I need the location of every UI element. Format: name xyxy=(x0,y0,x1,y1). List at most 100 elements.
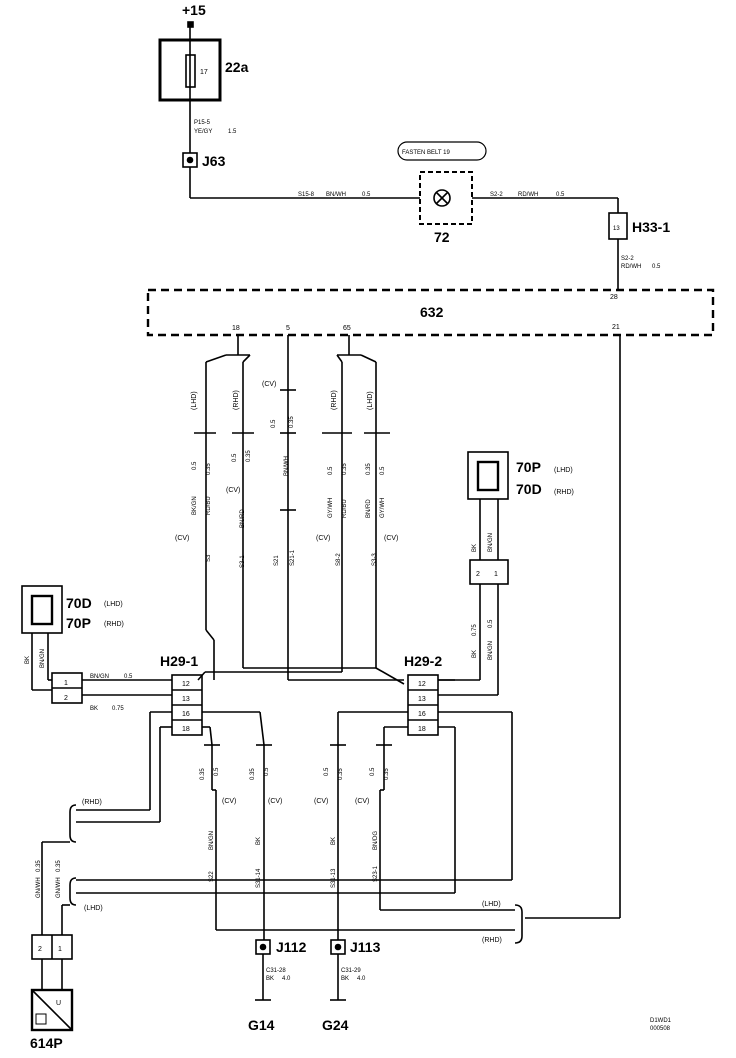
size-label: 0.5 xyxy=(124,674,133,680)
color-label: BK xyxy=(331,837,337,845)
wire-s158-size: 0.5 xyxy=(362,192,371,198)
supply-terminal xyxy=(187,21,194,28)
size-label: 0.5 xyxy=(324,767,330,776)
ground-g14-label: G14 xyxy=(248,1017,275,1033)
sensor-pin2: 2 xyxy=(38,946,42,953)
size-label: 0.35 xyxy=(384,768,390,780)
color-label: BK xyxy=(266,976,274,982)
color-label: BK xyxy=(472,650,478,658)
lhd-right-label: (LHD) xyxy=(482,901,501,908)
footer-line-2: 000508 xyxy=(650,1026,671,1032)
sensor-mark: U xyxy=(56,1000,61,1007)
size-label: 0.35 xyxy=(338,768,344,780)
left-switch-l2: 70P xyxy=(66,615,91,631)
wire-p15-code: P15-5 xyxy=(194,120,211,126)
wire-s22-top-code: S2-2 xyxy=(490,192,503,198)
h29-1-pin: 12 xyxy=(182,681,190,688)
color-label: GN/WH xyxy=(56,877,62,898)
color-label: BN/RD xyxy=(240,509,246,528)
left-switch-pin2: 2 xyxy=(64,695,68,702)
size-label: 0.5 xyxy=(214,767,220,776)
wire-p15-color: YE/GY xyxy=(194,129,212,135)
lamp-badge-text: FASTEN BELT 19 xyxy=(402,150,450,156)
lhd-label-65: (LHD) xyxy=(367,391,374,410)
module-pin-28: 28 xyxy=(610,294,618,301)
color-label: RD/BU xyxy=(206,496,212,515)
h29-1-pin: 13 xyxy=(182,696,190,703)
size-label: 0.5 xyxy=(488,619,494,628)
module-632 xyxy=(146,288,715,337)
footer-line-1: D1WD1 xyxy=(650,1018,672,1024)
cv-label-5: (CV) xyxy=(262,381,276,388)
rhd-left-label: (RHD) xyxy=(82,799,102,806)
rhd-right-label: (RHD) xyxy=(482,937,502,944)
h29-2-pin: 13 xyxy=(418,696,426,703)
left-switch-box xyxy=(21,585,63,634)
color-label: BN/DG xyxy=(373,831,379,850)
fuse-number: 17 xyxy=(200,69,208,76)
right-switch-l2: 70D xyxy=(516,481,542,497)
color-label: BK xyxy=(256,837,262,845)
right-switch-box xyxy=(467,451,509,500)
h29-2-pin: 18 xyxy=(418,726,426,733)
code-label: S3-1 xyxy=(240,555,246,568)
fuse-id: 22a xyxy=(225,59,249,75)
color-label: BN/RD xyxy=(366,499,372,518)
cv-label: (CV) xyxy=(384,535,398,542)
left-switch-t1: (LHD) xyxy=(104,601,123,608)
color-label: GY/WH xyxy=(328,498,334,518)
code-label: S8-2 xyxy=(336,553,342,566)
j63-label: J63 xyxy=(202,153,226,169)
wire-s22-top-size: 0.5 xyxy=(556,192,565,198)
sensor-614p xyxy=(30,988,74,1032)
color-label: BN/GN xyxy=(488,641,494,660)
module-pin-5: 5 xyxy=(286,325,290,332)
cv-label: (CV) xyxy=(222,798,236,805)
right-switch-connector xyxy=(469,559,509,585)
size-label: 0.5 xyxy=(370,767,376,776)
wire-s22-right-size: 0.5 xyxy=(652,264,661,270)
right-switch-t1: (LHD) xyxy=(554,467,573,474)
cv-label: (CV) xyxy=(175,535,189,542)
color-label: BN/GN xyxy=(488,533,494,552)
lamp-id: 72 xyxy=(434,229,450,245)
size-label: 0.5 xyxy=(328,466,334,475)
color-label: BN/GN xyxy=(40,649,46,668)
size-label: 0.35 xyxy=(56,860,62,872)
code-label: S21 xyxy=(274,555,280,566)
left-switch-l1: 70D xyxy=(66,595,92,611)
lamp-badge xyxy=(397,141,487,161)
cv-label: (CV) xyxy=(314,798,328,805)
module-id: 632 xyxy=(420,304,444,320)
code-label: S21-1 xyxy=(290,549,296,566)
h29-2-label: H29-2 xyxy=(404,653,442,669)
color-label: BK xyxy=(25,656,31,664)
supply-label: +15 xyxy=(182,2,206,18)
code-label: S23-1 xyxy=(373,865,379,882)
sensor-id: 614P xyxy=(30,1035,63,1051)
color-label: BK/GN xyxy=(192,496,198,515)
size-label: 0.75 xyxy=(472,624,478,636)
wire-s158-color: BN/WH xyxy=(326,192,346,198)
h33-label: H33-1 xyxy=(632,219,670,235)
j113-label: J113 xyxy=(350,939,381,955)
right-switch-t2: (RHD) xyxy=(554,489,574,496)
color-label: BK xyxy=(472,544,478,552)
wire-s158-code: S15-8 xyxy=(298,192,315,198)
cv-label: (CV) xyxy=(268,798,282,805)
cv-label: (CV) xyxy=(355,798,369,805)
code-label: S22 xyxy=(209,871,215,882)
lamp-box xyxy=(419,171,473,225)
lhd-left-label: (LHD) xyxy=(84,905,103,912)
size-label: 0.35 xyxy=(366,463,372,475)
color-label: RD/BU xyxy=(342,499,348,518)
color-label: BN/WH xyxy=(284,456,290,476)
wire-s22-top-color: RD/WH xyxy=(518,192,538,198)
code-label: C31-28 xyxy=(266,968,286,974)
cv-label-18: (CV) xyxy=(226,487,240,494)
code-label: S3-3 xyxy=(372,553,378,566)
color-label: GY/WH xyxy=(380,498,386,518)
left-switch-t2: (RHD) xyxy=(104,621,124,628)
rhd-label-65: (RHD) xyxy=(331,390,338,410)
